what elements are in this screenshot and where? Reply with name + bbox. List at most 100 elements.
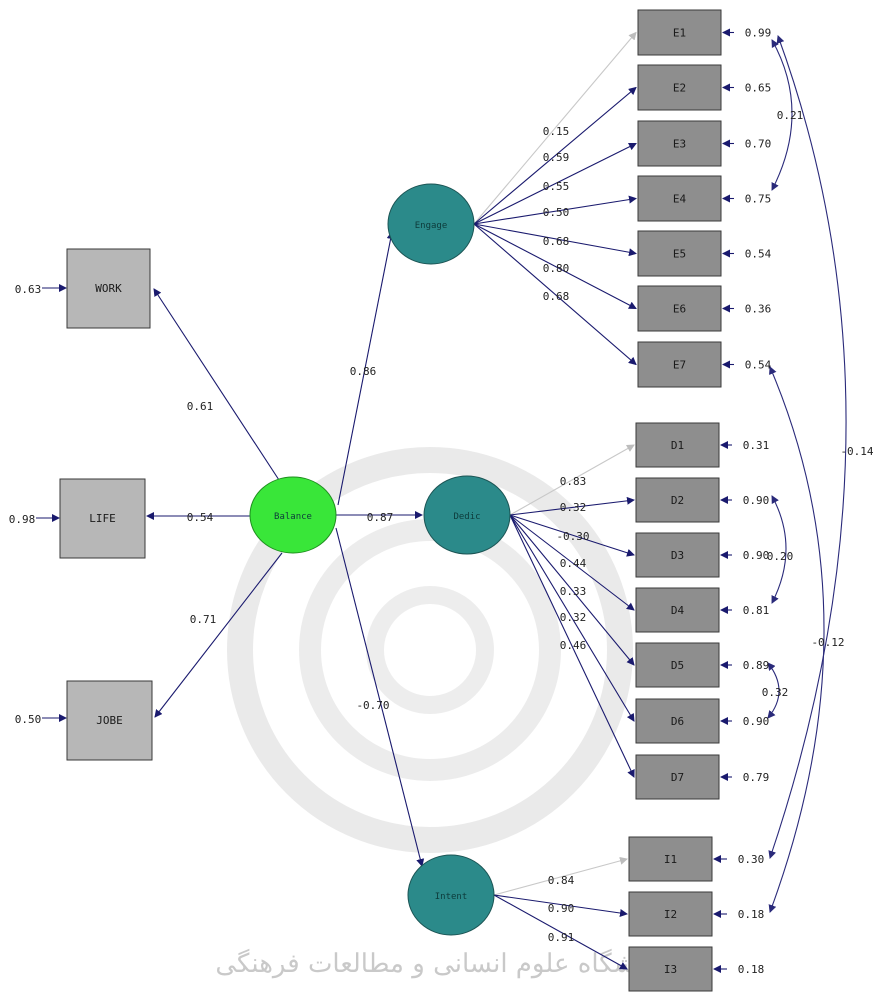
error-e3: 0.70 <box>745 138 772 151</box>
cov-d5-d6: 0.32 <box>762 686 789 699</box>
path-to-engagement: 0.86 <box>350 365 377 378</box>
work-label: WORK <box>95 282 122 295</box>
error-i2: 0.18 <box>738 908 765 921</box>
i-box-i2: I2 <box>628 891 713 937</box>
path-to-dedication: 0.87 <box>367 511 394 524</box>
covariance-curves <box>767 35 847 913</box>
error-d1: 0.31 <box>743 439 770 452</box>
error-work: 0.63 <box>15 283 42 296</box>
latent-intention: Intent <box>407 854 495 936</box>
observed-work: WORK <box>66 248 151 329</box>
cov-d2-d4: 0.20 <box>767 550 794 563</box>
observed-life: LIFE <box>59 478 146 559</box>
error-e6: 0.36 <box>745 303 772 316</box>
arrow-e-e3 <box>473 143 637 225</box>
curve-d2-d4 <box>771 495 787 604</box>
arrow-i-i1 <box>493 856 628 896</box>
i-label-i2: I2 <box>664 908 677 921</box>
loading-i2: 0.90 <box>548 902 575 915</box>
loading-e1: 0.15 <box>543 125 570 138</box>
latent-balance: Balance <box>249 476 337 554</box>
loading-d6: 0.32 <box>560 611 587 624</box>
arrow-d-d1 <box>509 444 635 516</box>
d-box-d1: D1 <box>635 422 720 468</box>
e-label-e7: E7 <box>673 359 686 372</box>
i-box-i1: I1 <box>628 836 713 882</box>
loading-d3: -0.30 <box>556 530 589 543</box>
arrow-d-d5 <box>509 514 635 666</box>
arrow-e-e2 <box>473 86 637 225</box>
e-box-e7: E7 <box>637 341 722 388</box>
e-box-e6: E6 <box>637 285 722 332</box>
arrow-balance-intention <box>335 527 425 867</box>
curve-e7-i2 <box>768 366 825 913</box>
engagement-label: Engage <box>415 221 448 231</box>
d-box-d7: D7 <box>635 754 720 800</box>
loading-i1: 0.84 <box>548 874 575 887</box>
d-label-d7: D7 <box>671 771 684 784</box>
e-label-e2: E2 <box>673 82 686 95</box>
cov-e1-e4: 0.21 <box>777 109 804 122</box>
d-label-d5: D5 <box>671 659 684 672</box>
error-life: 0.98 <box>9 513 36 526</box>
loading-d2: 0.32 <box>560 501 587 514</box>
arrow-d-d3 <box>509 514 635 557</box>
arrow-d-d6 <box>509 514 635 722</box>
loading-d5: 0.33 <box>560 585 587 598</box>
loading-e3: 0.55 <box>543 180 570 193</box>
d-box-d4: D4 <box>635 587 720 633</box>
e-box-e4: E4 <box>637 175 722 222</box>
e-label-e3: E3 <box>673 138 686 151</box>
d-label-d6: D6 <box>671 715 684 728</box>
path-to-intention: -0.70 <box>356 699 389 712</box>
i-box-i3: I3 <box>628 946 713 992</box>
intention-label: Intent <box>435 892 468 902</box>
cov-e7-i2: -0.12 <box>811 636 844 649</box>
e-label-e6: E6 <box>673 303 686 316</box>
loading-work: 0.61 <box>187 400 214 413</box>
loading-e4: 0.50 <box>543 206 570 219</box>
loading-d1: 0.83 <box>560 475 587 488</box>
d-label-d3: D3 <box>671 549 684 562</box>
error-e7: 0.54 <box>745 359 772 372</box>
loading-d4: 0.44 <box>560 557 587 570</box>
arrow-d-d2 <box>509 496 635 516</box>
error-e5: 0.54 <box>745 248 772 261</box>
error-e2: 0.65 <box>745 82 772 95</box>
i-label-i3: I3 <box>664 963 677 976</box>
life-label: LIFE <box>89 512 116 525</box>
loading-e2: 0.59 <box>543 151 570 164</box>
loading-life: 0.54 <box>187 511 214 524</box>
e-label-e4: E4 <box>673 193 687 206</box>
arrow-balance-jobe <box>154 552 283 718</box>
arrow-e-e7 <box>473 223 637 366</box>
error-jobe: 0.50 <box>15 713 42 726</box>
path-arrows <box>36 28 734 973</box>
loading-e6: 0.80 <box>543 262 570 275</box>
error-d6: 0.90 <box>743 715 770 728</box>
curve-d5-d6 <box>767 662 780 719</box>
loading-d7: 0.46 <box>560 639 587 652</box>
error-i3: 0.18 <box>738 963 765 976</box>
arrow-i-i3 <box>493 894 628 970</box>
e-label-e5: E5 <box>673 248 686 261</box>
arrow-e-e4 <box>473 195 637 225</box>
error-d4: 0.81 <box>743 604 770 617</box>
latent-dedication: Dedic <box>423 475 511 555</box>
d-label-d2: D2 <box>671 494 684 507</box>
d-box-d2: D2 <box>635 477 720 523</box>
arrow-balance-engagement <box>337 231 395 506</box>
loading-jobe: 0.71 <box>190 613 217 626</box>
observed-jobe: JOBE <box>66 680 153 761</box>
arrow-d-d4 <box>509 514 635 611</box>
error-i1: 0.30 <box>738 853 765 866</box>
error-d2: 0.90 <box>743 494 770 507</box>
e-label-e1: E1 <box>673 27 686 40</box>
loading-e7: 0.68 <box>543 290 570 303</box>
latent-engagement: Engage <box>387 183 475 265</box>
arrow-i-i2 <box>493 894 628 917</box>
e-box-e3: E3 <box>637 120 722 167</box>
